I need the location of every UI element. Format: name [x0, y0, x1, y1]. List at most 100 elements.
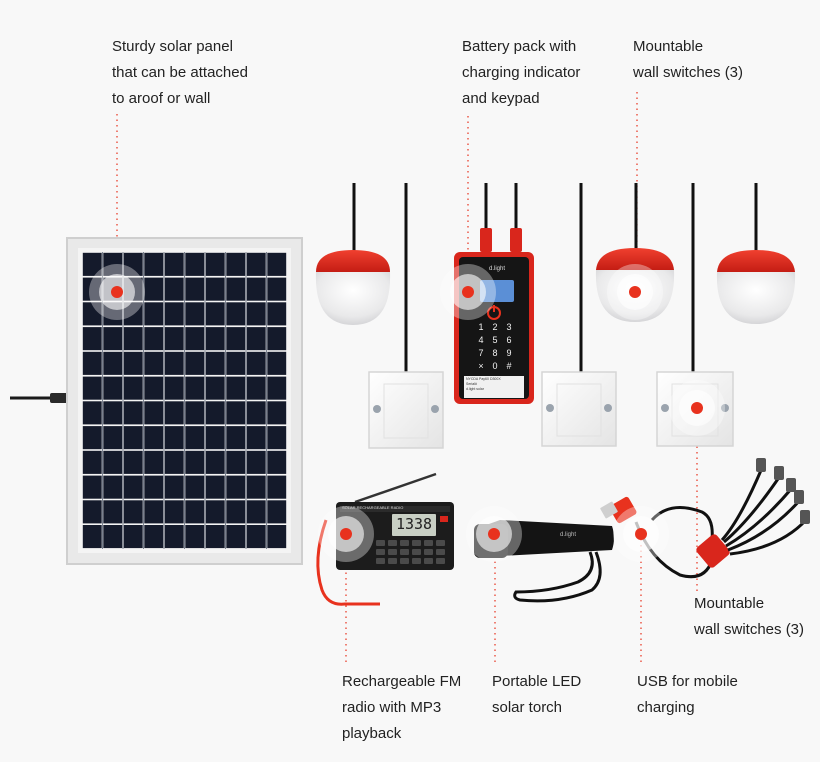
hotspot-solar-panel[interactable]	[89, 264, 145, 320]
solar-cell	[246, 376, 266, 400]
solar-cell	[205, 500, 225, 524]
solar-cell	[205, 426, 225, 450]
keypad-key: 9	[506, 348, 512, 358]
label-solar-panel: Sturdy solar panel that can be attached …	[112, 38, 248, 107]
solar-cell	[103, 525, 123, 549]
solar-cell	[185, 525, 205, 549]
solar-cell	[164, 525, 184, 549]
solar-cell	[103, 327, 123, 351]
hotspot-radio[interactable]	[318, 506, 374, 562]
radio-key	[436, 540, 445, 546]
solar-cell	[205, 376, 225, 400]
lamp-1	[315, 183, 391, 325]
solar-cell	[82, 525, 102, 549]
radio-key	[400, 540, 409, 546]
solar-cell	[246, 401, 266, 425]
solar-cell	[226, 450, 246, 474]
solar-cell	[267, 277, 287, 301]
label-wall-switches-bottom: Mountable wall switches (3)	[694, 595, 805, 638]
solar-cell	[246, 277, 266, 301]
solar-cell	[144, 525, 164, 549]
solar-cell	[185, 327, 205, 351]
radio-key	[412, 558, 421, 564]
solar-cell	[123, 450, 143, 474]
solar-cell	[185, 302, 205, 326]
solar-cell	[246, 302, 266, 326]
radio-key	[412, 549, 421, 555]
keypad-key: #	[506, 361, 512, 371]
solar-cell	[82, 450, 102, 474]
keypad-key: 5	[492, 335, 498, 345]
hotspot-wall-switch[interactable]	[669, 380, 725, 436]
solar-cell	[123, 302, 143, 326]
lamp-3	[716, 183, 796, 324]
solar-cell	[123, 252, 143, 276]
solar-cell	[164, 327, 184, 351]
solar-cell	[185, 426, 205, 450]
hotspot-battery-pack[interactable]	[440, 264, 496, 320]
label-usb: USB for mobile charging	[637, 673, 738, 716]
solar-cell	[226, 475, 246, 499]
solar-cell	[164, 426, 184, 450]
solar-cell	[226, 401, 246, 425]
solar-cell	[185, 500, 205, 524]
solar-cell	[164, 302, 184, 326]
solar-cell	[123, 401, 143, 425]
wall-switch-1	[368, 183, 444, 449]
solar-cell	[246, 327, 266, 351]
hotspot-torch[interactable]	[466, 506, 522, 562]
solar-cell	[103, 376, 123, 400]
solar-cell	[164, 401, 184, 425]
solar-cell	[144, 351, 164, 375]
solar-cell	[226, 500, 246, 524]
solar-cell	[246, 475, 266, 499]
radio-key	[400, 558, 409, 564]
radio-key	[388, 558, 397, 564]
solar-cell	[185, 475, 205, 499]
solar-cell	[246, 351, 266, 375]
solar-cell	[226, 277, 246, 301]
solar-cell	[226, 376, 246, 400]
keypad-key: 7	[478, 348, 484, 358]
solar-cell	[123, 376, 143, 400]
hotspot-lamp[interactable]	[607, 264, 663, 320]
solar-cell	[226, 525, 246, 549]
wall-switch-2	[541, 183, 617, 447]
solar-cell	[82, 252, 102, 276]
radio-key	[388, 549, 397, 555]
solar-cell	[246, 450, 266, 474]
keypad-key: 8	[492, 348, 498, 358]
solar-cell	[267, 525, 287, 549]
solar-cell	[144, 475, 164, 499]
solar-cell	[82, 401, 102, 425]
solar-cell	[164, 252, 184, 276]
solar-cell	[164, 376, 184, 400]
solar-cell	[185, 401, 205, 425]
solar-cell	[226, 351, 246, 375]
solar-cell	[144, 252, 164, 276]
keypad-key: ×	[478, 361, 484, 371]
solar-cell	[267, 351, 287, 375]
radio-key	[376, 540, 385, 546]
solar-cell	[103, 500, 123, 524]
solar-cell	[226, 327, 246, 351]
hotspot-usb[interactable]	[613, 506, 669, 562]
solar-cell	[267, 500, 287, 524]
solar-cell	[185, 277, 205, 301]
solar-cell	[205, 252, 225, 276]
solar-cell	[226, 302, 246, 326]
label-radio: Rechargeable FM radio with MP3 playback	[342, 673, 462, 742]
solar-panel	[10, 237, 303, 565]
radio-key	[376, 558, 385, 564]
solar-cell	[144, 327, 164, 351]
solar-cell	[103, 475, 123, 499]
label-wall-switches-top: Mountable wall switches (3)	[633, 38, 744, 81]
fm-radio	[316, 472, 454, 606]
solar-cell	[267, 450, 287, 474]
solar-cell	[185, 450, 205, 474]
solar-cell	[144, 277, 164, 301]
solar-cell	[82, 376, 102, 400]
solar-cell	[103, 401, 123, 425]
